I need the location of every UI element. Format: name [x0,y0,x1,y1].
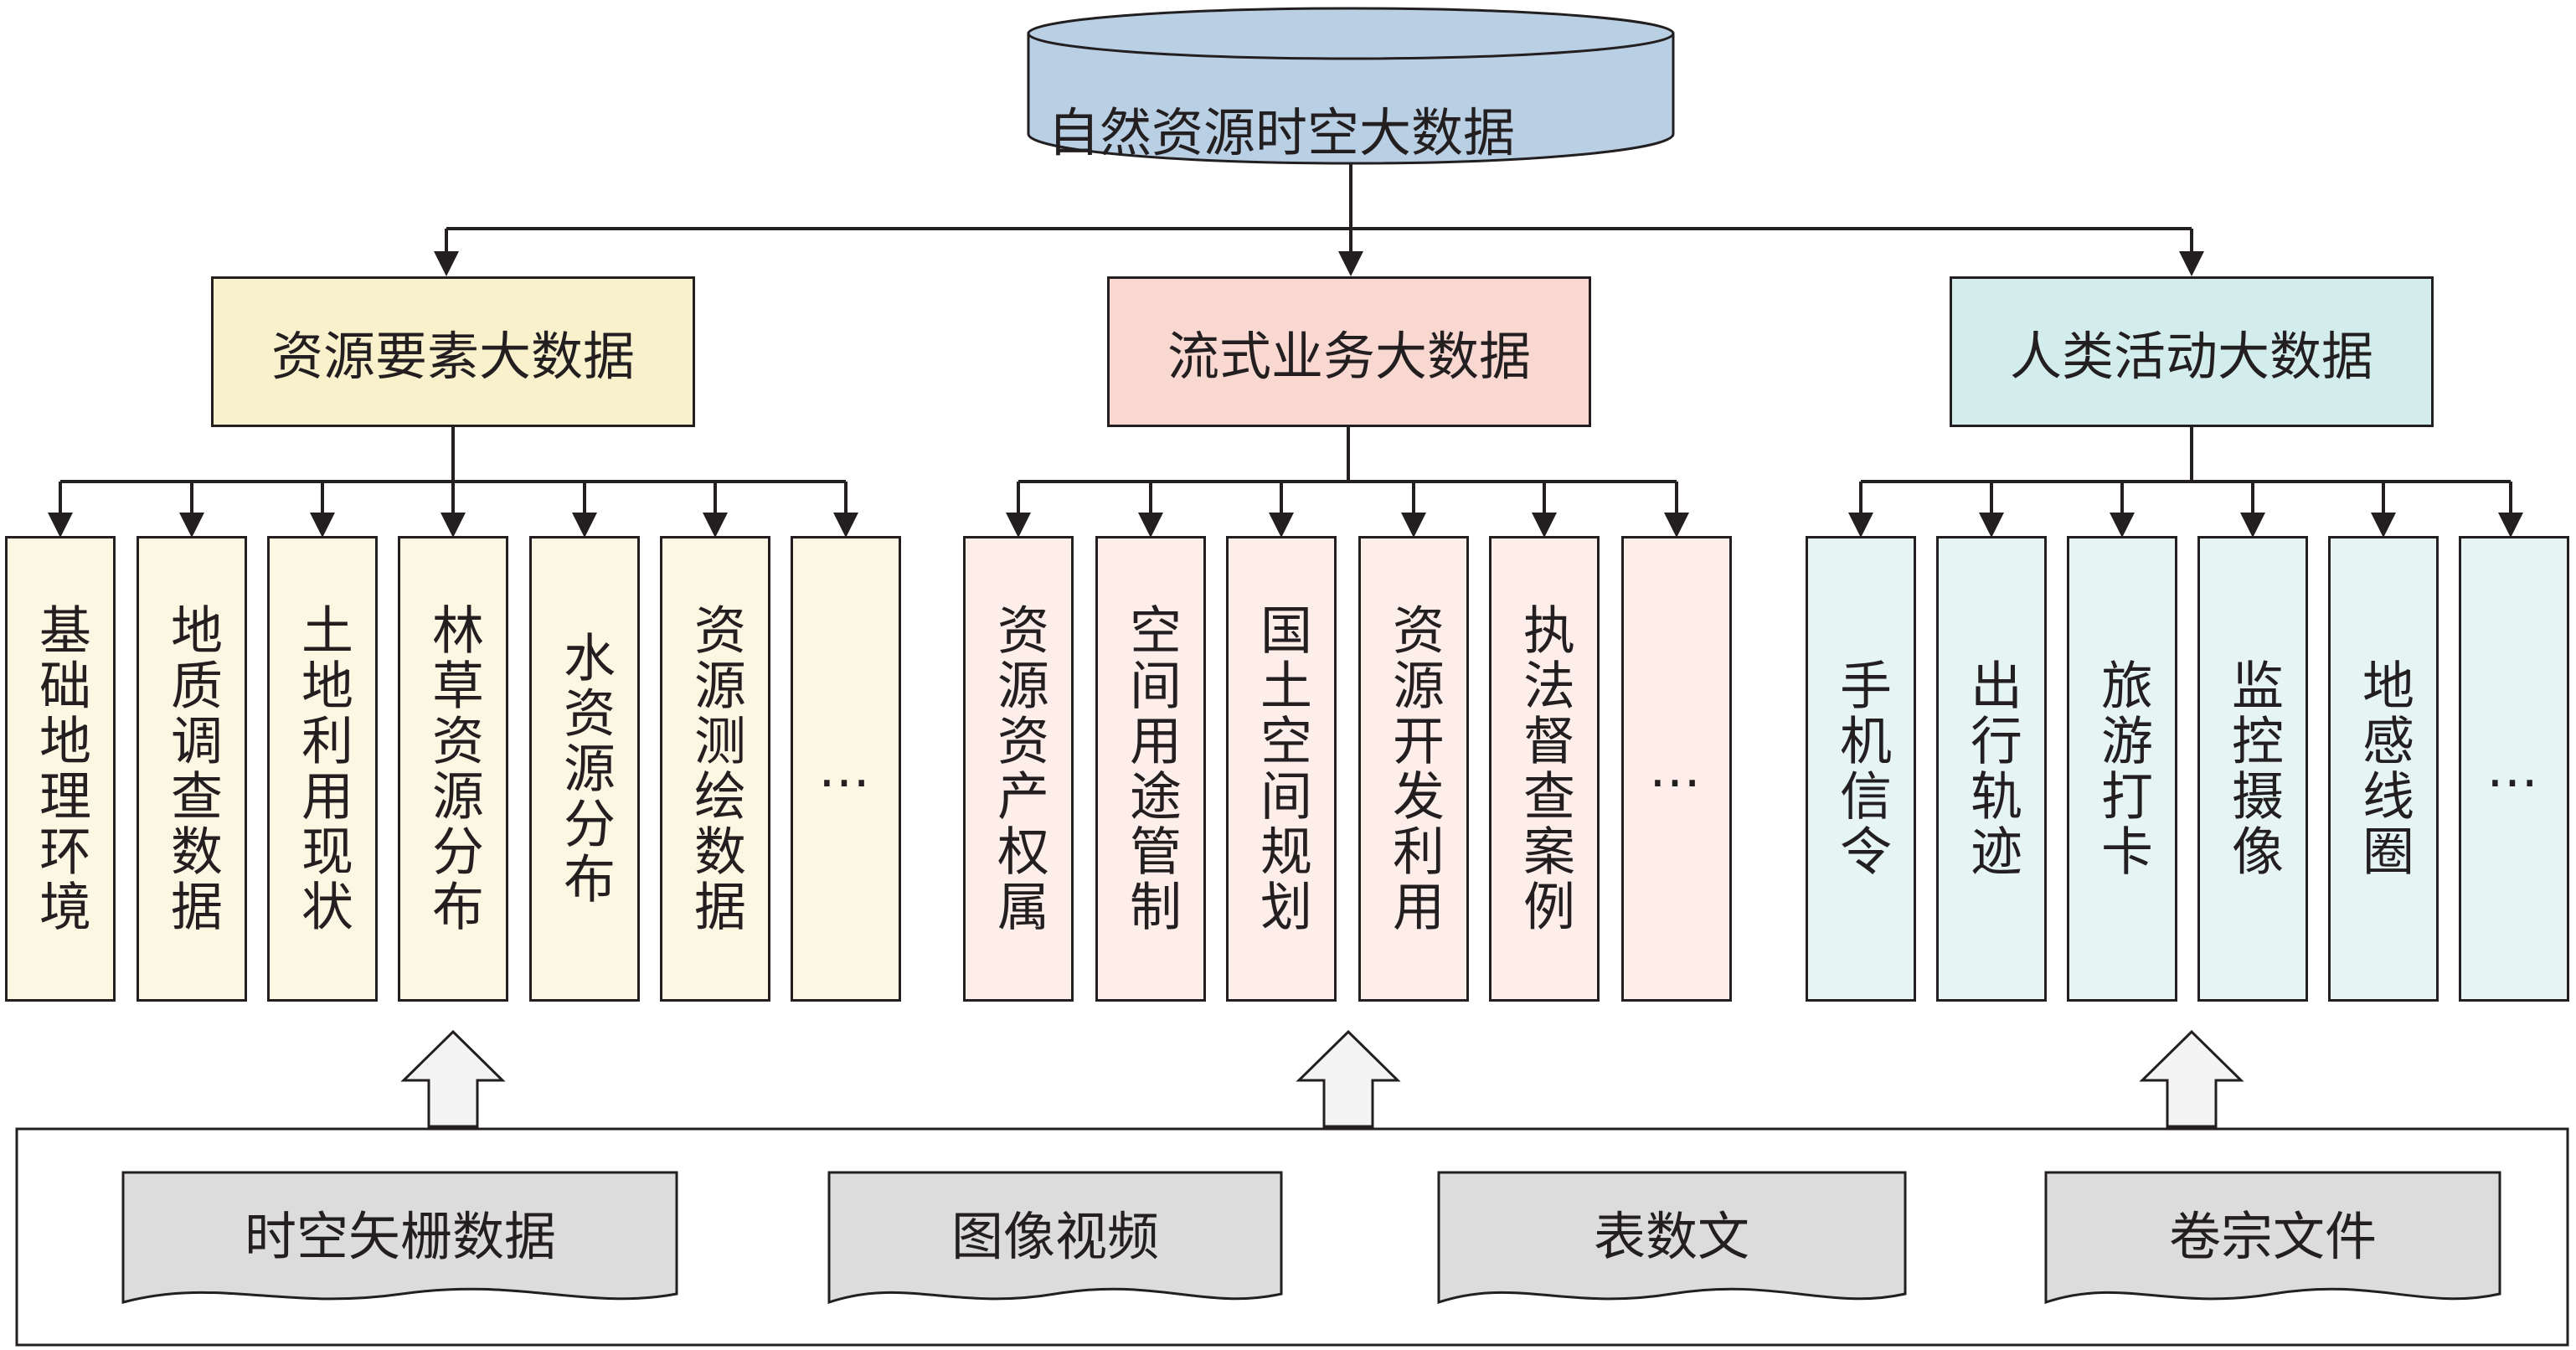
up-arrow-1 [400,1029,506,1128]
source-shapes [121,1171,2501,1305]
leaf-item: 手机信令 [1806,536,1916,1002]
arrowhead [1848,513,1873,538]
arrowhead [1532,513,1557,538]
leaf-item: 资源开发利用 [1358,536,1469,1002]
leaf-label: 水资源分布 [554,631,616,907]
source-label: 时空矢栅数据 [244,1206,556,1267]
up-arrows [400,1029,2244,1128]
category-human-activity: 人类活动大数据 [1950,276,2434,427]
leaf-label: 手机信令 [1831,658,1892,879]
arrowhead [2240,513,2265,538]
leaf-label: 资源资产权属 [988,603,1049,935]
arrowhead [1006,513,1031,538]
leaf-item: 监控摄像 [2197,536,2308,1002]
source-doc-3 [1437,1171,1907,1305]
leaf-item: 空间用途管制 [1095,536,1206,1002]
up-arrow-3 [2139,1029,2244,1128]
leaf-label: 地感线圈 [2353,658,2414,879]
leaf-item: 地质调查数据 [137,536,247,1002]
leaf-arrowheads [48,513,2523,538]
leaf-item: 林草资源分布 [398,536,508,1002]
leaf-label: 地质调查数据 [162,603,223,935]
source-doc-1 [121,1171,678,1304]
arrowhead [1338,251,1363,276]
arrowhead [833,513,858,538]
arrowhead [1138,513,1163,538]
arrowhead [2179,251,2204,276]
category-resource-elements: 资源要素大数据 [211,276,695,427]
root-arrowheads [434,251,2204,276]
arrowhead [1664,513,1689,538]
root-label: 自然资源时空大数据 [1047,102,1515,163]
leaf-item: 旅游打卡 [2067,536,2177,1002]
arrowhead [2498,513,2523,538]
leaf-label: 林草资源分布 [423,603,484,935]
group3-connectors [1859,425,2512,518]
arrowhead [1269,513,1294,538]
leaf-item: 资源资产权属 [963,536,1074,1002]
leaf-label: 基础地理环境 [30,603,91,935]
group1-connectors [59,425,848,518]
leaf-label: 执法督查案例 [1514,603,1575,935]
leaf-label: 资源测绘数据 [685,603,746,935]
leaf-label: 旅游打卡 [2092,658,2153,879]
source-label: 图像视频 [951,1206,1159,1267]
leaf-item: 水资源分布 [529,536,640,1002]
leaf-label: … [2486,738,2542,799]
leaf-item: 资源测绘数据 [660,536,770,1002]
leaf-item: 国土空间规划 [1226,536,1337,1002]
arrowhead [48,513,73,538]
leaf-item-ellipsis: … [2459,536,2569,1002]
leaf-label: … [818,738,873,799]
leaf-item: 基础地理环境 [5,536,116,1002]
arrowhead [434,251,459,276]
arrowhead [2371,513,2396,538]
source-label: 表数文 [1593,1206,1749,1267]
category-label: 资源要素大数据 [270,326,635,387]
up-arrow-2 [1296,1029,1401,1128]
category-label: 流式业务大数据 [1167,326,1531,387]
arrowhead [703,513,728,538]
arrowhead [2110,513,2135,538]
root-connectors [445,163,2193,266]
leaf-label: 出行轨迹 [1961,658,2022,879]
leaf-label: 监控摄像 [2223,658,2284,879]
leaf-label: … [1649,738,1704,799]
leaf-item: 土地利用现状 [267,536,378,1002]
category-streaming-business: 流式业务大数据 [1107,276,1591,427]
leaf-item-ellipsis: … [1621,536,1732,1002]
leaf-label: 资源开发利用 [1383,603,1445,935]
category-label: 人类活动大数据 [2009,326,2373,387]
leaf-item: 执法督查案例 [1489,536,1600,1002]
group2-connectors [1017,425,1678,518]
leaf-label: 土地利用现状 [292,603,353,935]
root-database [1027,7,1675,165]
leaf-item: 出行轨迹 [1936,536,2047,1002]
leaf-item-ellipsis: … [791,536,901,1002]
arrowhead [179,513,204,538]
source-label: 卷宗文件 [2168,1206,2377,1267]
leaf-label: 空间用途管制 [1121,603,1182,935]
source-doc-4 [2044,1171,2501,1305]
leaf-label: 国土空间规划 [1251,603,1312,935]
arrowhead [440,513,466,538]
arrowhead [1979,513,2004,538]
leaf-item: 地感线圈 [2328,536,2439,1002]
source-doc-2 [827,1171,1283,1305]
arrowhead [1401,513,1426,538]
arrowhead [572,513,597,538]
arrowhead [310,513,335,538]
